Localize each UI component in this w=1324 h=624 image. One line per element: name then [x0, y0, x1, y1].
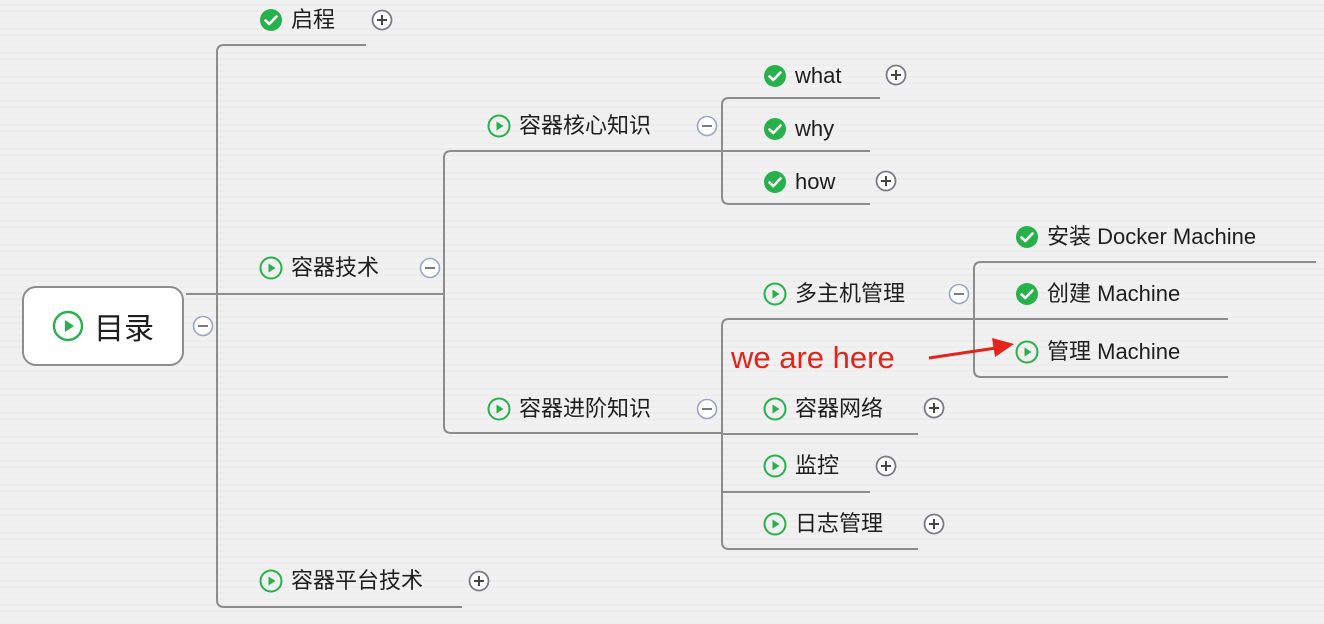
rongqi-jishu-collapse-button[interactable] — [419, 257, 441, 279]
what-expand-button[interactable] — [885, 64, 907, 86]
root-collapse-button[interactable] — [192, 315, 214, 337]
node-qicheng[interactable]: 启程 — [259, 5, 335, 35]
node-label: 启程 — [291, 7, 336, 32]
node-label: 容器技术 — [291, 255, 380, 280]
rizhi-expand-button[interactable] — [923, 513, 945, 535]
check-icon — [259, 8, 283, 32]
annotation-arrow — [928, 338, 1014, 360]
play-icon — [763, 512, 787, 536]
plus-circle-icon — [923, 513, 945, 535]
minus-circle-icon — [948, 283, 970, 305]
play-icon — [259, 569, 283, 593]
node-rizhi-guanli[interactable]: 日志管理 — [763, 509, 883, 539]
we-are-here-annotation: we are here — [731, 340, 895, 375]
play-icon — [1015, 340, 1039, 364]
play-icon — [487, 397, 511, 421]
node-rongqi-wangluo[interactable]: 容器网络 — [763, 394, 883, 424]
node-label: what — [795, 63, 842, 88]
node-rongqi-jishu[interactable]: 容器技术 — [259, 253, 379, 283]
check-icon — [763, 117, 787, 141]
minus-circle-icon — [696, 398, 718, 420]
node-jiankong[interactable]: 监控 — [763, 451, 839, 481]
play-icon — [763, 454, 787, 478]
minus-circle-icon — [696, 115, 718, 137]
node-label: 创建 Machine — [1047, 281, 1181, 306]
node-jinjie-zhishi[interactable]: 容器进阶知识 — [487, 394, 651, 424]
play-icon — [52, 310, 84, 342]
play-icon — [487, 114, 511, 138]
node-manage-machine[interactable]: 管理 Machine — [1015, 337, 1180, 367]
node-label: 容器网络 — [795, 396, 884, 421]
check-icon — [763, 64, 787, 88]
plus-circle-icon — [371, 9, 393, 31]
play-icon — [763, 397, 787, 421]
plus-circle-icon — [923, 397, 945, 419]
hexin-collapse-button[interactable] — [696, 115, 718, 137]
node-label: 容器核心知识 — [519, 113, 652, 138]
qicheng-expand-button[interactable] — [371, 9, 393, 31]
node-label: 容器进阶知识 — [519, 396, 652, 421]
plus-circle-icon — [875, 455, 897, 477]
node-how[interactable]: how — [763, 167, 835, 197]
node-label: 多主机管理 — [795, 281, 906, 306]
node-pingtai[interactable]: 容器平台技术 — [259, 566, 423, 596]
wangluo-expand-button[interactable] — [923, 397, 945, 419]
minus-circle-icon — [419, 257, 441, 279]
root-node-mulu[interactable]: 目录 — [22, 286, 184, 366]
minus-circle-icon — [192, 315, 214, 337]
node-label: why — [795, 116, 835, 141]
node-label: 容器平台技术 — [291, 568, 424, 593]
duozhuji-collapse-button[interactable] — [948, 283, 970, 305]
node-what[interactable]: what — [763, 61, 841, 91]
node-label: 日志管理 — [795, 511, 884, 536]
check-icon — [1015, 225, 1039, 249]
node-label: 安装 Docker Machine — [1047, 224, 1257, 249]
node-create-machine[interactable]: 创建 Machine — [1015, 279, 1180, 309]
node-duozhuji-guanli[interactable]: 多主机管理 — [763, 279, 905, 309]
play-icon — [259, 256, 283, 280]
plus-circle-icon — [468, 570, 490, 592]
node-label: how — [795, 169, 836, 194]
root-label: 目录 — [94, 313, 154, 346]
node-install-docker-machine[interactable]: 安装 Docker Machine — [1015, 222, 1256, 252]
node-hexin-zhishi[interactable]: 容器核心知识 — [487, 111, 651, 141]
play-icon — [763, 282, 787, 306]
check-icon — [763, 170, 787, 194]
node-label: 监控 — [795, 453, 840, 478]
pingtai-expand-button[interactable] — [468, 570, 490, 592]
plus-circle-icon — [875, 170, 897, 192]
node-label: 管理 Machine — [1047, 339, 1181, 364]
plus-circle-icon — [885, 64, 907, 86]
node-why[interactable]: why — [763, 114, 834, 144]
check-icon — [1015, 282, 1039, 306]
arrow-icon — [928, 346, 997, 360]
how-expand-button[interactable] — [875, 170, 897, 192]
jinjie-collapse-button[interactable] — [696, 398, 718, 420]
jiankong-expand-button[interactable] — [875, 455, 897, 477]
